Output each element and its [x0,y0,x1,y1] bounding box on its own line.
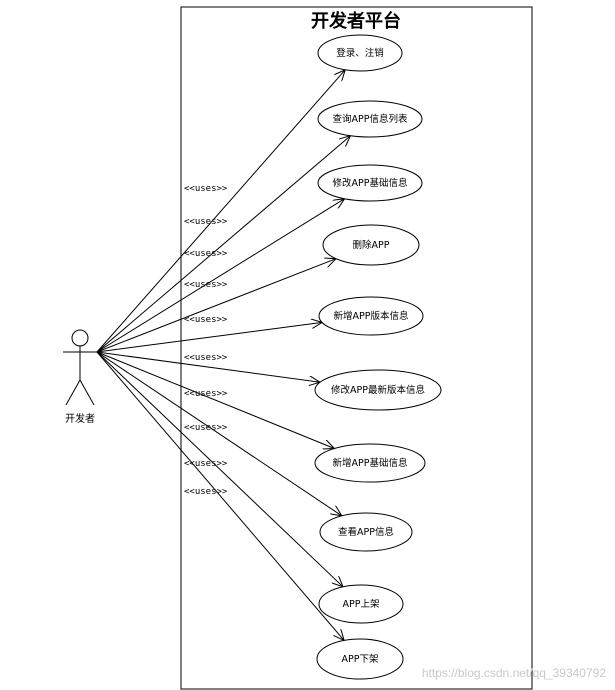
use-case-label: APP下架 [342,654,379,665]
system-boundary [180,6,533,690]
use-case-label: 新增APP版本信息 [334,310,409,322]
association-line-2 [96,136,351,353]
actor-developer[interactable] [63,329,97,406]
uses-label: <<uses>> [184,423,228,433]
uses-label: <<uses>> [184,217,228,227]
association-line-9 [96,351,343,587]
use-case-1[interactable]: 登录、注销 [317,34,403,72]
use-case-label: 修改APP基础信息 [333,177,408,189]
use-case-ellipse [316,638,404,680]
use-case-label: 查询APP信息列表 [333,113,408,125]
use-case-ellipse [314,443,426,483]
use-case-5[interactable]: 新增APP版本信息 [318,296,424,336]
use-case-label: APP上架 [343,599,380,610]
use-case-label: 新增APP基础信息 [333,457,408,469]
uses-label: <<uses>> [184,280,228,290]
use-case-10[interactable]: APP下架 [316,638,404,680]
actor-label: 开发者 [65,412,95,425]
association-line-1 [96,70,345,353]
use-case-ellipse [318,584,404,624]
uses-label: <<uses>> [184,353,228,363]
uses-label: <<uses>> [184,184,228,194]
use-case-3[interactable]: 修改APP基础信息 [317,164,423,202]
use-case-ellipse [317,34,403,72]
association-line-4 [96,259,336,353]
use-case-ellipse [317,164,423,202]
uses-label: <<uses>> [184,315,228,325]
uses-label: <<uses>> [184,389,228,399]
association-lines [96,70,351,641]
system-title: 开发者平台 [311,10,401,32]
use-case-label: 删除APP [353,239,390,251]
use-case-ellipse [322,224,420,266]
actor-right-leg [79,379,95,406]
use-case-ellipse [314,369,442,411]
association-line-8 [96,351,342,516]
association-line-6 [96,351,320,382]
use-case-6[interactable]: 修改APP最新版本信息 [314,369,442,411]
association-line-5 [96,322,322,353]
watermark: https://blog.csdn.net/qq_39340792 [422,666,606,680]
actor-head [71,329,89,347]
uses-label: <<uses>> [184,487,228,497]
use-case-8[interactable]: 查看APP信息 [319,512,413,552]
use-case-2[interactable]: 查询APP信息列表 [317,100,423,138]
use-case-ellipse [318,296,424,336]
uses-label: <<uses>> [184,459,228,469]
use-case-ellipse [319,512,413,552]
association-line-3 [96,199,345,353]
use-case-9[interactable]: APP上架 [318,584,404,624]
use-case-label: 登录、注销 [336,47,384,59]
use-case-4[interactable]: 删除APP [322,224,420,266]
uses-label: <<uses>> [184,249,228,259]
use-case-ellipse [317,100,423,138]
association-line-10 [96,351,344,640]
use-case-label: 查看APP信息 [338,526,394,538]
use-case-label: 修改APP最新版本信息 [331,384,425,396]
use-case-7[interactable]: 新增APP基础信息 [314,443,426,483]
association-line-7 [96,351,334,449]
actor-left-leg [65,379,81,406]
